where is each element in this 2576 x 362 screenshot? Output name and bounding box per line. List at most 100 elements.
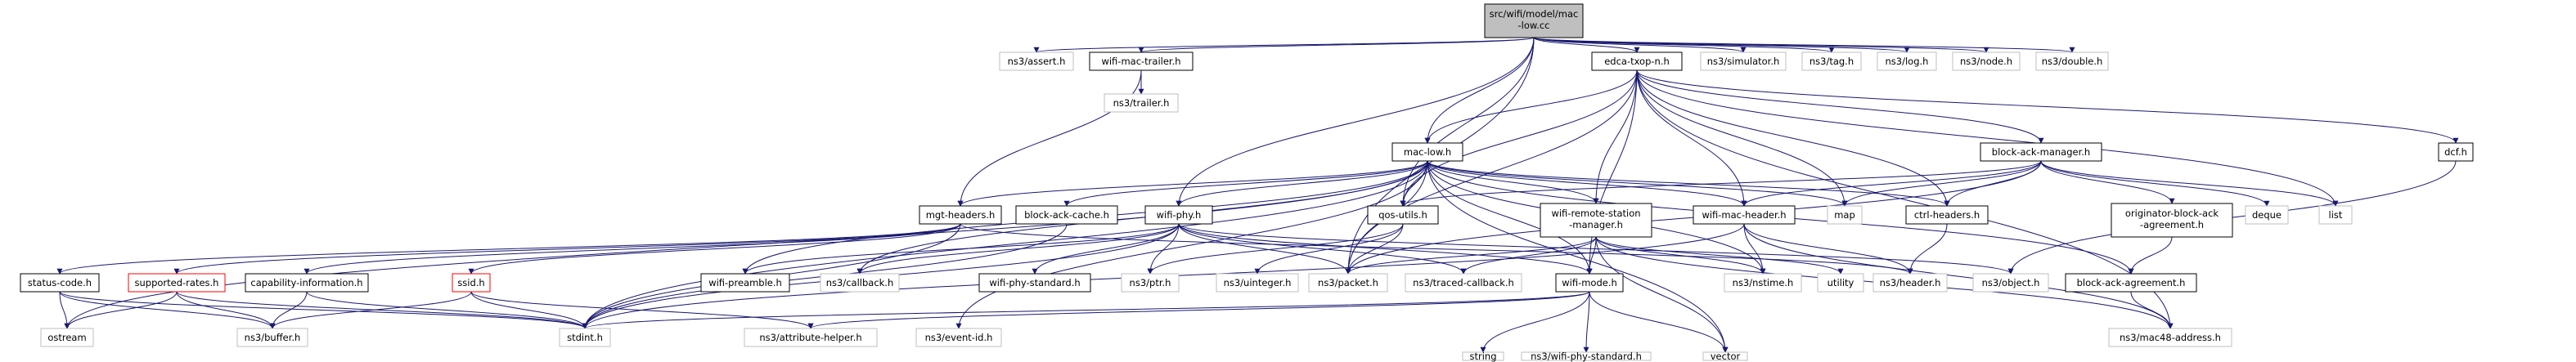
edge-wifi-phy-to-ns3-ptr — [1147, 223, 1180, 275]
edge-wifi-mac-trailer-to-mgt-headers — [957, 69, 1142, 207]
edge-ctrl-headers-to-ns3-header — [1907, 223, 1948, 275]
node-mac-low[interactable]: mac-low.h — [1391, 142, 1463, 162]
node-wifi-phy[interactable]: wifi-phy.h — [1144, 205, 1213, 225]
edge-edca-txop-n-to-block-ack-manager — [1636, 69, 2044, 144]
edge-wifi-mode-to-stdint — [582, 291, 1590, 329]
node-originator-block-ack-agreement[interactable]: originator-block-ack-agreement.h — [2111, 203, 2233, 238]
edge-capability-information-to-ns3-buffer — [269, 291, 308, 329]
node-ostream: ostream — [40, 328, 94, 347]
node-wifi-mac-header[interactable]: wifi-mac-header.h — [1693, 205, 1796, 225]
edge-mac-low-to-ns3-callback — [856, 160, 1428, 275]
edge-block-ack-manager-to-list — [2040, 160, 2339, 207]
node-ssid[interactable]: ssid.h — [452, 273, 491, 293]
node-box — [20, 273, 100, 293]
edge-mac-low-to-mgt-headers — [957, 160, 1428, 207]
node-wifi-phy-standard[interactable]: wifi-phy-standard.h — [978, 273, 1091, 293]
edge-mac-low-to-wifi-remote-station-manager — [1427, 160, 1599, 204]
node-box — [245, 273, 369, 293]
edge-wifi-mode-to-string — [1480, 291, 1590, 353]
node-wifi-preamble[interactable]: wifi-preamble.h — [700, 273, 790, 293]
node-box — [1405, 273, 1522, 293]
edge-capability-information-to-stdint — [306, 291, 588, 329]
edge-root-to-ns3-node — [1533, 37, 1989, 53]
node-label: wifi-phy.h — [1157, 209, 1202, 221]
edge-root-to-wifi-phy — [1176, 37, 1535, 207]
edge-status-code-to-ostream — [59, 291, 70, 329]
node-box — [1972, 273, 2049, 293]
node-box — [1484, 3, 1584, 38]
node-label: map — [1834, 209, 1855, 221]
node-dcf[interactable]: dcf.h — [2438, 142, 2474, 162]
edge-wifi-remote-station-manager-to-wifi-mode — [1586, 236, 1597, 275]
node-ns3-callback: ns3/callback.h — [820, 273, 900, 293]
node-ns3-wifi-phy-standard: ns3/wifi-phy-standard.h — [1521, 351, 1652, 362]
edge-status-code-to-stdint — [59, 291, 588, 329]
node-wifi-mode[interactable]: wifi-mode.h — [1555, 273, 1624, 293]
node-label: ns3/trailer.h — [1113, 97, 1170, 109]
node-box — [700, 273, 790, 293]
node-root[interactable]: src/wifi/model/mac-low.cc — [1484, 3, 1584, 38]
node-edca-txop-n[interactable]: edca-txop-n.h — [1591, 51, 1683, 71]
node-label: wifi-preamble.h — [708, 277, 782, 288]
edge-mgt-headers-to-capability-information — [303, 223, 961, 275]
edge-wifi-mac-header-to-ns3-nstime — [1743, 223, 1766, 275]
edge-mac-low-to-wifi-phy — [1176, 160, 1428, 207]
node-map: map — [1827, 205, 1863, 225]
node-label: mgt-headers.h — [926, 209, 996, 221]
node-box — [559, 328, 611, 347]
edge-wifi-mode-to-vector — [1589, 291, 1729, 353]
node-label: wifi-phy-standard.h — [989, 277, 1080, 288]
node-ns3-simulator: ns3/simulator.h — [1700, 51, 1787, 71]
edge-root-to-mac-low — [1424, 37, 1535, 144]
node-label: block-ack-agreement.h — [2077, 277, 2186, 288]
node-ns3-node: ns3/node.h — [1952, 51, 2021, 71]
node-ns3-object: ns3/object.h — [1972, 273, 2049, 293]
edge-qos-utils-to-ns3-uinteger — [1254, 223, 1404, 275]
node-box — [1367, 205, 1439, 225]
node-wifi-remote-station-manager[interactable]: wifi-remote-station-manager.h — [1540, 203, 1652, 238]
node-mgt-headers[interactable]: mgt-headers.h — [919, 205, 1002, 225]
node-stdint: stdint.h — [559, 328, 611, 347]
node-block-ack-cache[interactable]: block-ack-cache.h — [1015, 205, 1118, 225]
node-box — [1952, 51, 2021, 71]
node-ctrl-headers[interactable]: ctrl-headers.h — [1905, 205, 1989, 225]
node-capability-information[interactable]: capability-information.h — [245, 273, 369, 293]
node-box — [452, 273, 491, 293]
node-ns3-header: ns3/header.h — [1872, 273, 1948, 293]
node-label: ns3/mac48-address.h — [2120, 332, 2221, 343]
edge-mgt-headers-to-supported-rates — [173, 223, 961, 275]
node-wifi-mac-trailer[interactable]: wifi-mac-trailer.h — [1089, 51, 1194, 71]
edge-edca-txop-n-to-dcf — [1636, 69, 2459, 144]
edge-block-ack-agreement-to-ns3-mac48-address — [2130, 291, 2174, 329]
node-label: ns3/log.h — [1886, 56, 1929, 67]
node-box — [978, 273, 1091, 293]
edge-block-ack-manager-to-wifi-mac-header — [1741, 160, 2042, 207]
node-label: ns3/wifi-phy-standard.h — [1531, 351, 1642, 362]
edge-block-ack-manager-to-ctrl-headers — [1944, 160, 2042, 207]
node-box — [2108, 328, 2232, 347]
node-label: edca-txop-n.h — [1604, 56, 1670, 67]
node-label: ns3/object.h — [1982, 277, 2040, 288]
node-label: capability-information.h — [250, 277, 362, 288]
node-box — [1540, 203, 1652, 238]
edge-edca-txop-n-to-wifi-remote-station-manager — [1593, 69, 1638, 204]
node-ns3-nstime: ns3/nstime.h — [1724, 273, 1802, 293]
edge-mac-low-to-wifi-mac-header — [1427, 160, 1747, 207]
node-supported-rates[interactable]: supported-rates.h — [128, 273, 226, 293]
node-label: ns3/node.h — [1960, 56, 2012, 67]
edge-block-ack-manager-to-deque — [2040, 160, 2270, 207]
edge-status-code-to-ns3-buffer — [59, 291, 276, 329]
edge-wifi-mode-to-ns3-attribute-helper — [807, 291, 1590, 329]
node-ns3-event-id: ns3/event-id.h — [915, 328, 1002, 347]
edge-mac-low-to-block-ack-cache — [1063, 160, 1428, 207]
node-block-ack-agreement[interactable]: block-ack-agreement.h — [2065, 273, 2197, 293]
node-box — [2065, 273, 2197, 293]
node-ns3-buffer: ns3/buffer.h — [236, 328, 308, 347]
node-qos-utils[interactable]: qos-utils.h — [1367, 205, 1439, 225]
node-status-code[interactable]: status-code.h — [20, 273, 100, 293]
node-ns3-assert: ns3/assert.h — [999, 51, 1074, 71]
node-block-ack-manager[interactable]: block-ack-manager.h — [1980, 142, 2102, 162]
node-box — [1104, 93, 1179, 113]
node-vector: vector — [1702, 351, 1748, 362]
node-ns3-uinteger: ns3/uinteger.h — [1216, 273, 1299, 293]
